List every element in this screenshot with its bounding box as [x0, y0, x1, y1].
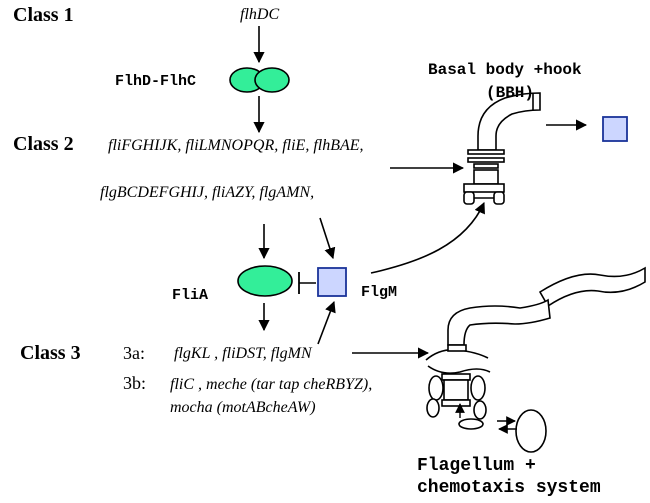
class2-genes-line2: flgBCDEFGHIJ, fliAZY, flgAMN, — [100, 184, 314, 202]
flia-protein-shape — [238, 266, 292, 296]
exported-flgm-box — [603, 117, 627, 141]
flhc-protein-shape — [255, 68, 289, 92]
flagellum-title: Flagellum + — [417, 456, 536, 476]
flagellum-drawing — [426, 268, 645, 452]
bbh-title: Basal body +hook — [428, 61, 582, 79]
class1-gene: flhDC — [240, 6, 279, 24]
arrow-class3-to-flgm — [318, 302, 334, 344]
arrow-flgm-to-bbh — [371, 203, 484, 273]
class3-label: Class 3 — [20, 342, 81, 365]
class3b-label: 3b: — [123, 373, 146, 394]
flagellum-subtitle: chemotaxis system — [417, 478, 601, 498]
class3a-genes: flgKL , fliDST, flgMN — [174, 345, 312, 363]
flhd-flhc-label: FlhD-FlhC — [115, 73, 196, 90]
arrow-class2-to-flgm — [320, 218, 333, 258]
flgm-label: FlgM — [361, 284, 397, 301]
flia-label: FliA — [172, 287, 208, 304]
class3b-genes-line2: mocha (motABcheAW) — [170, 399, 316, 417]
flgm-box — [318, 268, 346, 296]
class3b-genes-line1: fliC , meche (tar tap cheRBYZ), — [170, 376, 372, 394]
class1-label: Class 1 — [13, 4, 74, 27]
bbh-abbrev: (BBH) — [486, 84, 534, 102]
class2-label: Class 2 — [13, 133, 74, 156]
class3a-label: 3a: — [123, 343, 145, 364]
basal-body-hook-drawing — [464, 93, 540, 204]
class2-genes-line1: fliFGHIJK, fliLMNOPQR, fliE, flhBAE, — [108, 137, 364, 155]
